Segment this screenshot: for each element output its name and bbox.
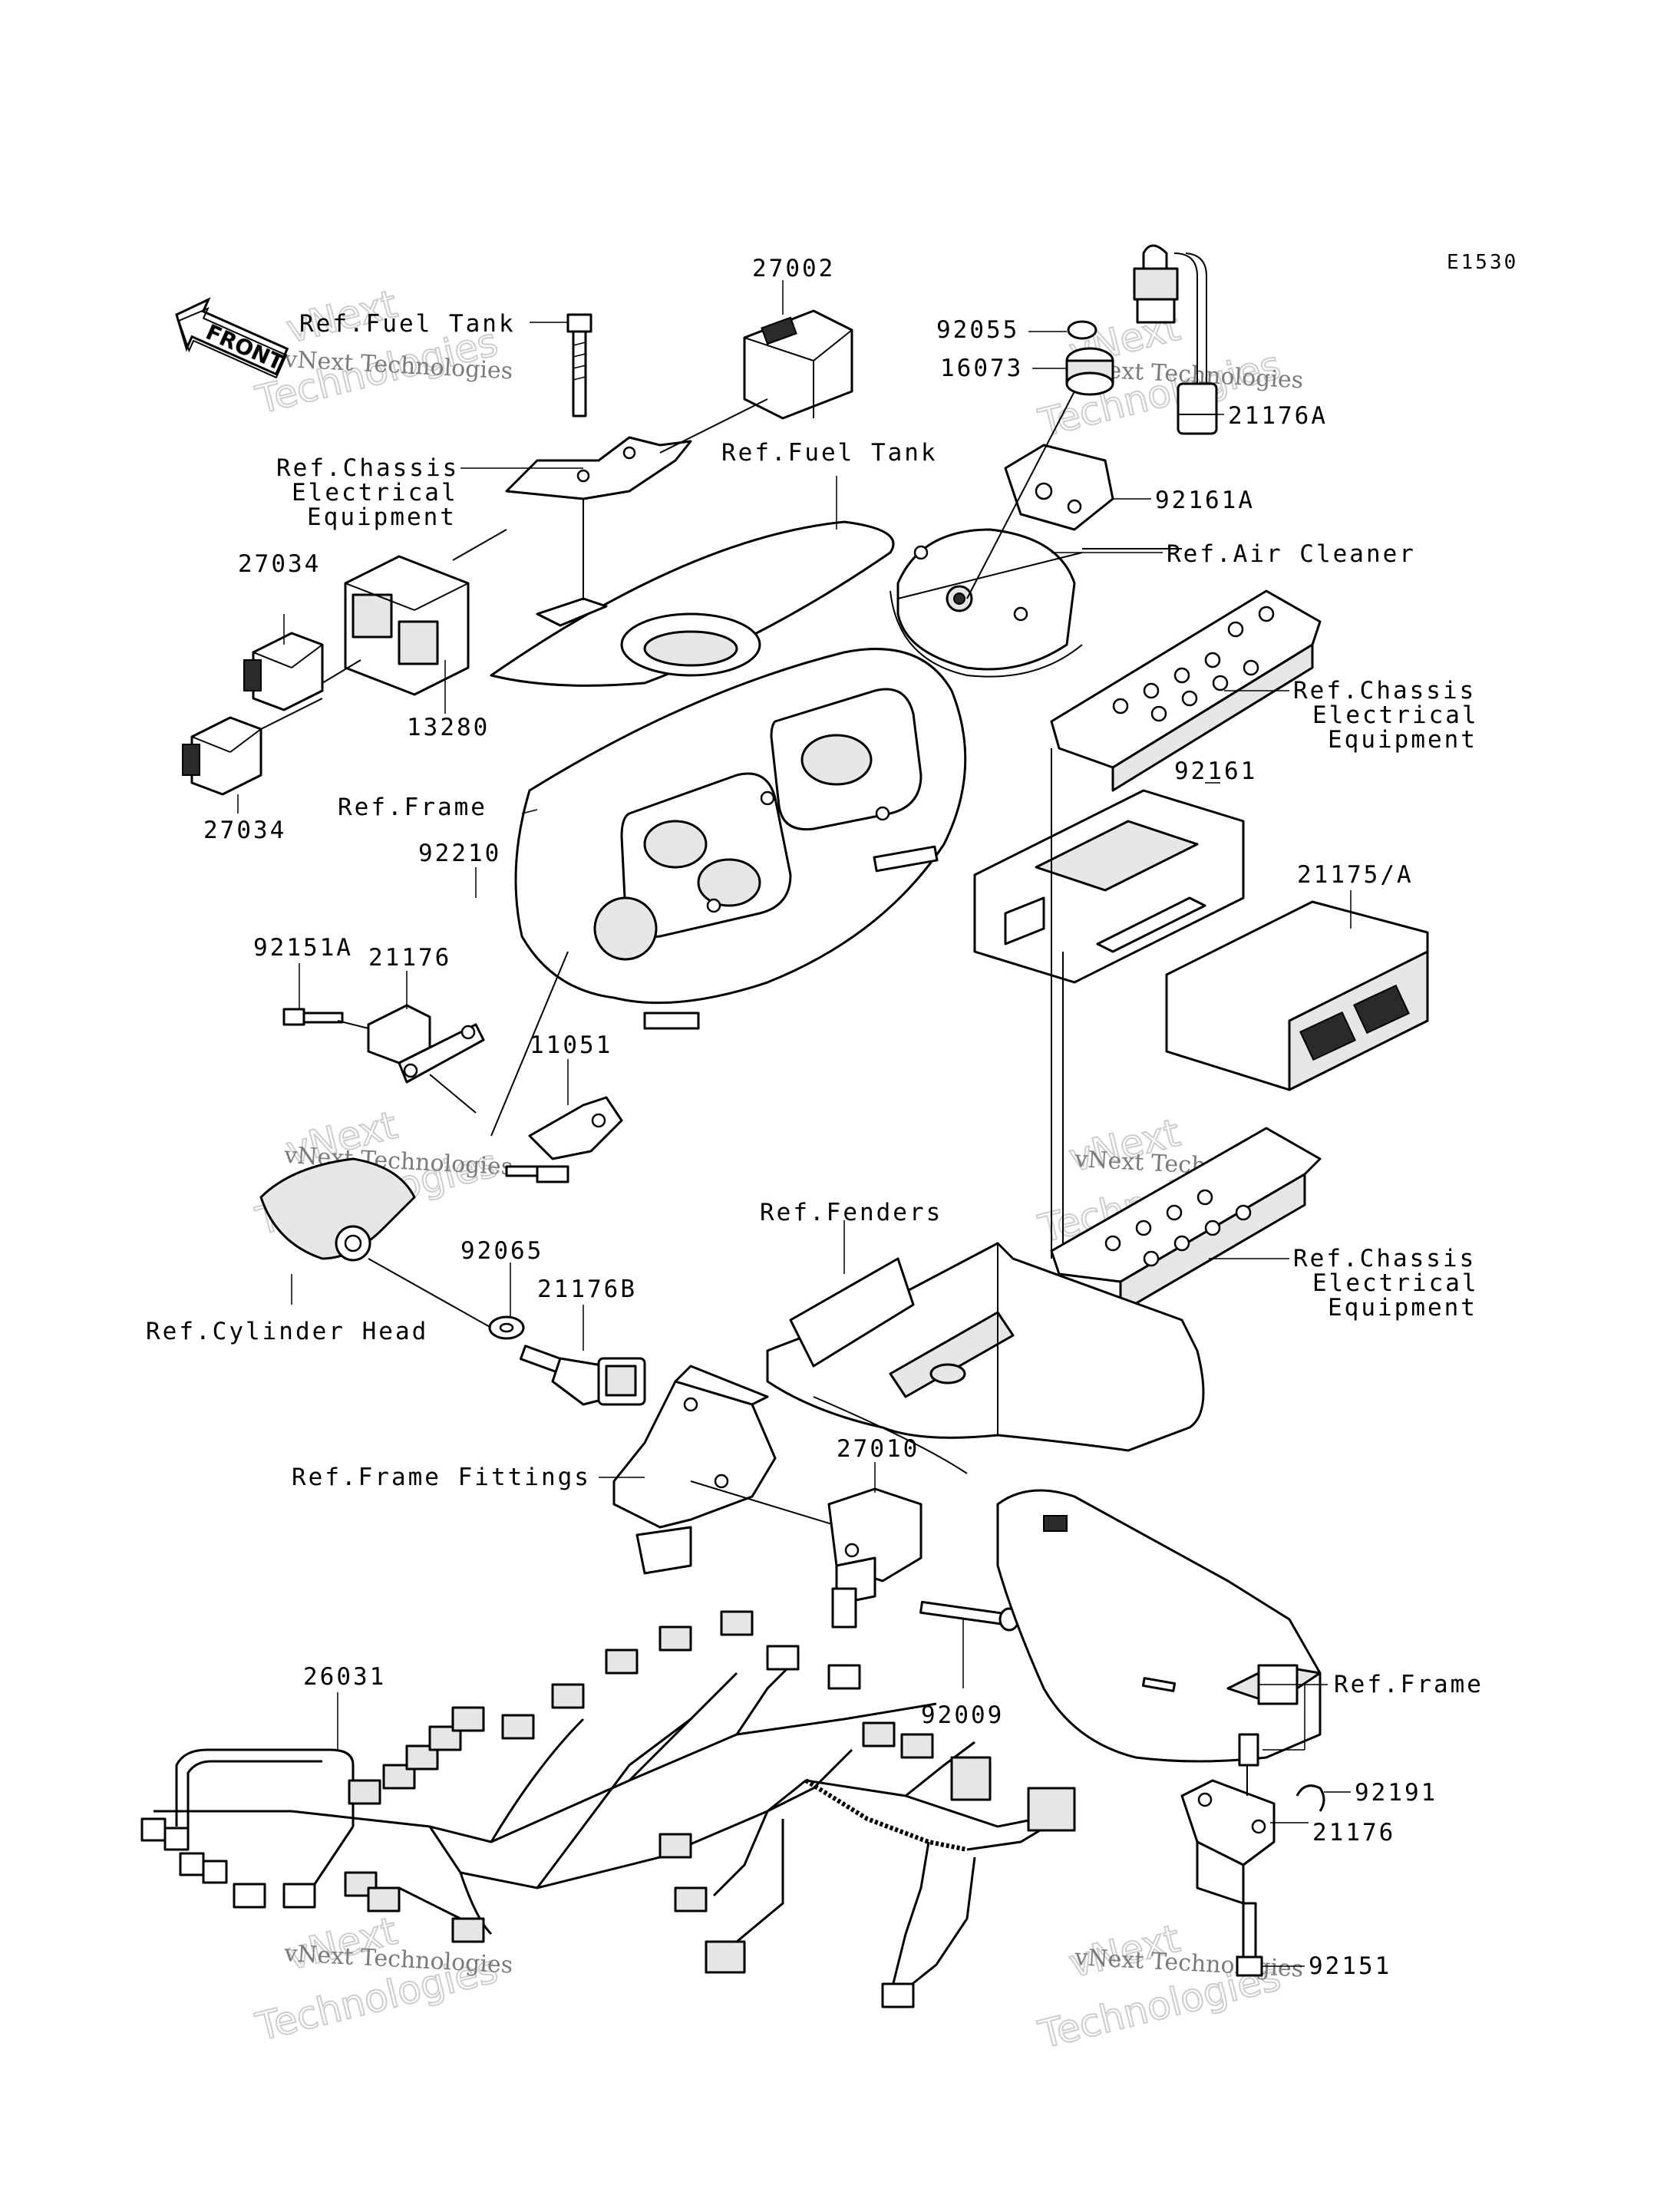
relay-27034-a [243, 632, 324, 711]
label-ref-fuel-tank-mid: Ref.Fuel Tank [721, 439, 938, 467]
label-ref-chassis-1-line3: Equipment [307, 503, 457, 531]
fuel-tank-panel [490, 520, 895, 687]
label-26031: 26031 [303, 1663, 386, 1691]
label-ref-chassis-2-line2: Electrical [1312, 701, 1479, 729]
label-27002: 27002 [752, 255, 835, 282]
label-ref-chassis-1-line1: Ref.Chassis [276, 454, 459, 482]
chassis-tray-bottom [1050, 1127, 1322, 1314]
front-arrow-text: FRONT [202, 319, 287, 376]
relay-27034-b [182, 716, 262, 796]
leader-lines [237, 280, 1352, 1967]
fender-part [766, 1242, 1205, 1452]
label-92151: 92151 [1309, 1952, 1391, 1980]
label-92065: 92065 [460, 1237, 543, 1265]
label-27010: 27010 [837, 1435, 919, 1463]
label-ref-frame-2: Ref.Frame [1334, 1671, 1484, 1698]
chassis-tray-top [1050, 589, 1322, 792]
bolt-92009 [919, 1600, 1020, 1632]
ecu-holder-92161 [973, 789, 1245, 984]
label-27034-a: 27034 [238, 550, 321, 578]
bolt-92151A [282, 1008, 344, 1026]
label-92055: 92055 [936, 316, 1019, 344]
label-21175A: 21175/A [1297, 861, 1414, 889]
diagram-code: E1530 [1447, 251, 1518, 274]
sensor-21176-lower [1180, 1779, 1276, 1905]
bolt-92191 [1295, 1784, 1325, 1812]
sensor-21176A [1133, 244, 1218, 435]
part-labels: 27002 Ref.Fuel Tank Ref.Chassis Electric… [146, 255, 1484, 1980]
o-ring-92055 [1067, 320, 1097, 340]
washer-92065 [488, 1315, 525, 1340]
bracket-part [505, 436, 692, 500]
label-92009: 92009 [921, 1701, 1004, 1729]
sensor-27010 [827, 1487, 923, 1629]
label-92161A: 92161A [1155, 487, 1255, 514]
label-ref-chassis-3-line3: Equipment [1328, 1294, 1477, 1322]
label-21176B: 21176B [537, 1276, 637, 1303]
cylinder-head-part [259, 1157, 416, 1262]
label-ref-chassis-3-line1: Ref.Chassis [1293, 1245, 1476, 1272]
label-ref-chassis-3-line2: Electrical [1312, 1269, 1479, 1297]
label-21176A: 21176A [1228, 402, 1328, 430]
bracket-92161A [1004, 444, 1114, 531]
label-92151A: 92151A [253, 934, 353, 962]
fitting-16073 [1065, 347, 1114, 396]
label-ref-cylinder-head: Ref.Cylinder Head [146, 1318, 428, 1345]
collar [1238, 1733, 1259, 1767]
label-ref-chassis-1-line2: Electrical [292, 479, 458, 507]
frame-panel [514, 648, 967, 1030]
wiring-harness-26031 [140, 1610, 1076, 2008]
label-ref-air-cleaner: Ref.Air Cleaner [1167, 540, 1416, 568]
label-27034-b: 27034 [203, 817, 286, 844]
label-21176-a: 21176 [368, 944, 451, 972]
label-21176-b: 21176 [1312, 1819, 1395, 1847]
label-ref-frame-fittings: Ref.Frame Fittings [292, 1464, 591, 1491]
sensor-21176-upper [367, 1004, 485, 1084]
sensor-21176B [519, 1345, 646, 1406]
bracket-11051 [505, 1096, 623, 1183]
label-92210: 92210 [418, 840, 501, 867]
bolt-92151 [1236, 1902, 1263, 1977]
ecu-21175A [1165, 900, 1429, 1091]
label-ref-chassis-2-line3: Equipment [1328, 726, 1477, 754]
connector-13280 [344, 555, 470, 696]
label-13280: 13280 [407, 714, 490, 741]
rear-frame-part [996, 1489, 1322, 1763]
bolt-part [566, 313, 592, 417]
label-92161: 92161 [1174, 757, 1257, 785]
front-arrow-icon: FRONT [175, 297, 289, 379]
label-16073: 16073 [940, 355, 1023, 382]
label-ref-chassis-2-line1: Ref.Chassis [1293, 677, 1476, 705]
relay-27002 [743, 309, 853, 420]
frame-fittings-part [612, 1365, 777, 1575]
air-cleaner-part [890, 528, 1083, 678]
label-92191: 92191 [1355, 1779, 1437, 1807]
label-11051: 11051 [530, 1031, 612, 1059]
label-ref-fuel-tank-top: Ref.Fuel Tank [299, 310, 516, 338]
label-ref-frame-1: Ref.Frame [338, 794, 487, 821]
label-ref-fenders: Ref.Fenders [760, 1199, 942, 1226]
